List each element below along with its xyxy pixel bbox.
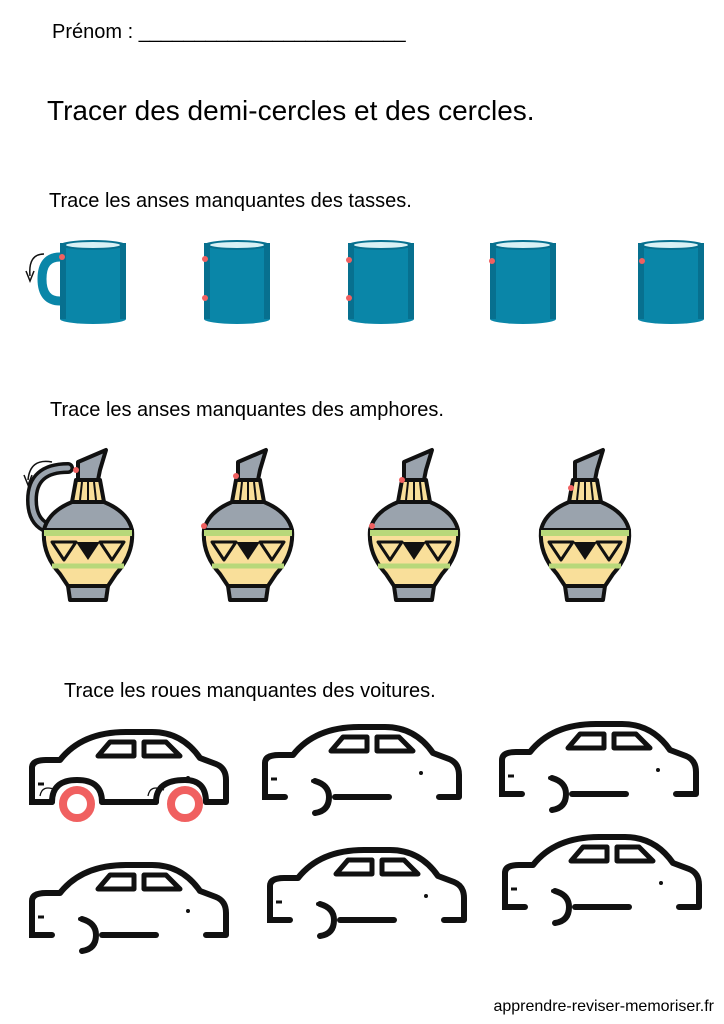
amphoras-instruction: Trace les anses manquantes des amphores. — [50, 399, 444, 421]
amphora-2 — [201, 450, 292, 600]
car-1-guide-arrows — [39, 787, 165, 797]
car-6 — [505, 837, 699, 926]
cup-2 — [202, 240, 270, 324]
car-2 — [265, 727, 459, 816]
cup-1-guide-arrow — [25, 253, 45, 284]
name-blank: ________________________ — [138, 21, 406, 43]
amphoras-row — [23, 450, 629, 600]
amphora-1-guide-arrow — [23, 460, 53, 488]
cars-grid — [32, 724, 699, 954]
cups-instruction: Trace les anses manquantes des tasses. — [49, 190, 412, 212]
name-label: Prénom : — [52, 21, 134, 43]
car-1 — [32, 732, 226, 822]
amphora-3 — [369, 450, 458, 600]
name-field-line: Prénom : ________________________ — [52, 21, 406, 44]
amphora-4 — [541, 450, 629, 600]
car-3 — [502, 724, 696, 813]
cup-4 — [489, 240, 556, 324]
amphora-1 — [25, 450, 132, 600]
cup-5 — [638, 240, 704, 324]
car-5 — [270, 850, 464, 939]
car-4 — [32, 865, 226, 954]
page-title: Tracer des demi-cercles et des cercles. — [47, 95, 535, 126]
cup-3 — [346, 240, 414, 324]
cups-row — [25, 240, 704, 324]
cars-instruction: Trace les roues manquantes des voitures. — [64, 680, 436, 702]
cup-1 — [37, 240, 126, 324]
site-footer: apprendre-reviser-memoriser.fr — [493, 998, 714, 1015]
